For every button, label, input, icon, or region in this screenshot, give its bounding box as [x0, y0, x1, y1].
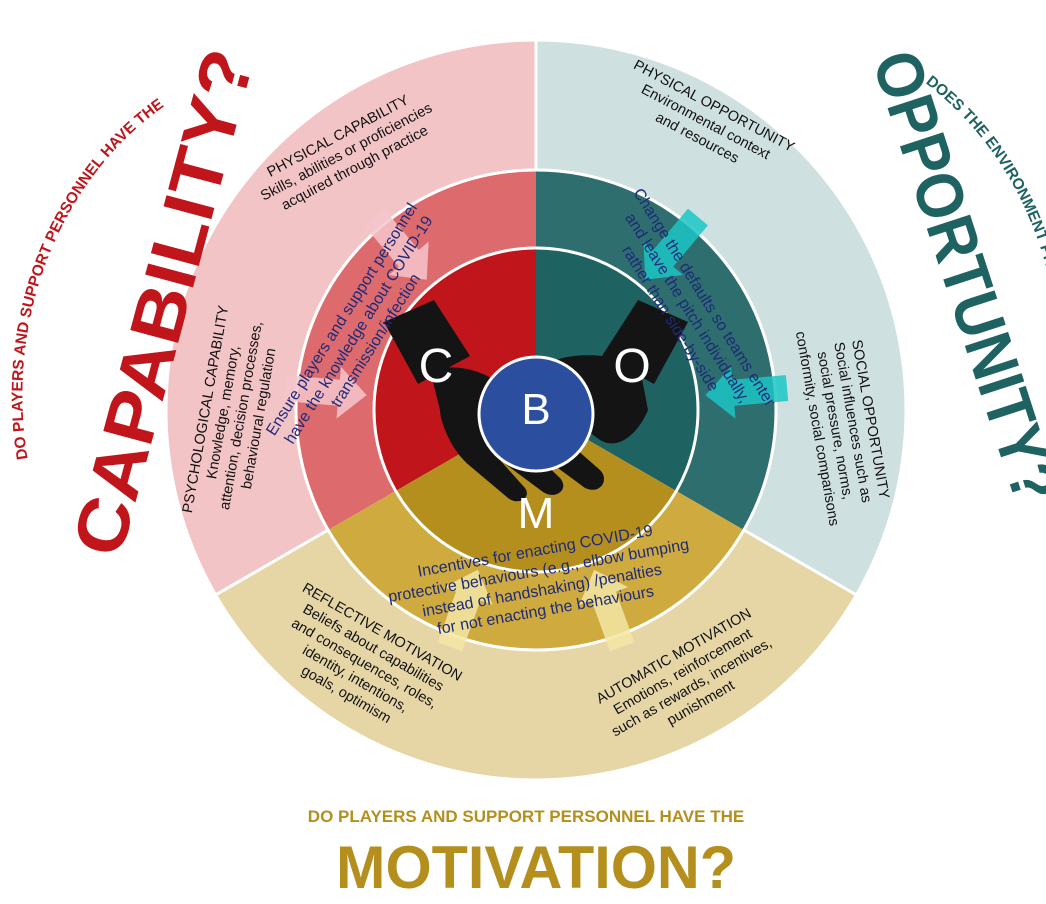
opportunity-middle-segment [536, 170, 777, 530]
motivation-letter: M [518, 489, 555, 538]
handshake-icon [384, 300, 688, 502]
middle-ring-border [294, 168, 778, 652]
motivation-question-main: MOTIVATION? [336, 834, 736, 901]
capability-letter: C [419, 340, 454, 393]
capability-arrow-upper [364, 208, 429, 280]
opportunity-arrow-lower [705, 366, 789, 419]
motivation-arrow-right [437, 569, 493, 652]
inner-ring-border [372, 246, 700, 574]
left-sleeve [384, 300, 470, 384]
capability-middle-segment [295, 170, 536, 530]
behaviour-circle [477, 355, 595, 473]
motivation-arrow-left [579, 569, 635, 652]
arrows [283, 208, 789, 652]
motivation-middle-segment [328, 491, 744, 650]
behaviour-letter: B [521, 385, 550, 434]
opportunity-letter: O [613, 340, 650, 393]
capability-arrow-lower [283, 366, 367, 419]
opportunity-arrow-upper [643, 208, 708, 280]
motivation-question-pre: DO PLAYERS AND SUPPORT PERSONNEL HAVE TH… [308, 807, 744, 826]
